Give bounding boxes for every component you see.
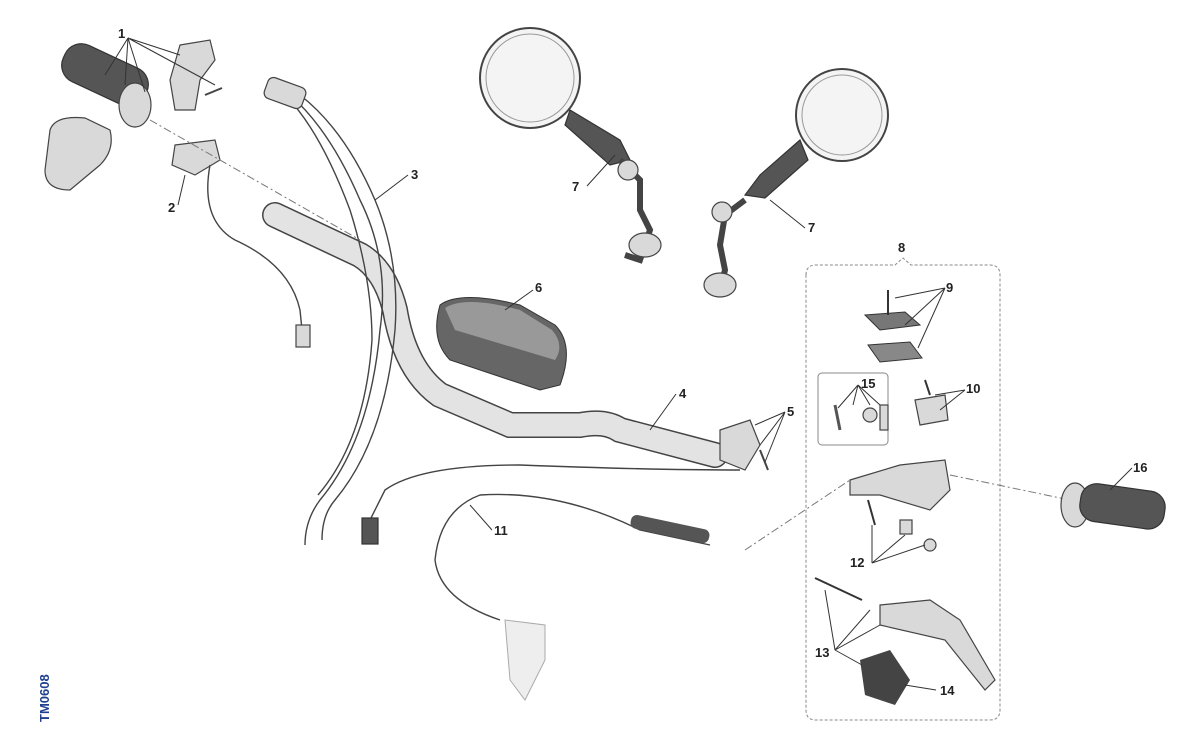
callout-2: 2 (168, 200, 175, 215)
left-grip-assembly (44, 39, 223, 191)
callout-15: 15 (861, 376, 875, 391)
clutch-cable (361, 464, 741, 701)
callout-16: 16 (1133, 460, 1147, 475)
throttle-cables (263, 76, 397, 546)
callout-1: 1 (118, 26, 125, 41)
switch-assembly (171, 139, 311, 348)
callout-5: 5 (787, 404, 794, 419)
callout-12: 12 (850, 555, 864, 570)
callout-9: 9 (946, 280, 953, 295)
master-cylinder-parts (814, 290, 996, 705)
leader-lines (104, 37, 1133, 691)
handlebar-pad (436, 297, 567, 391)
callout-14: 14 (940, 683, 955, 698)
callout-3: 3 (411, 167, 418, 182)
right-grip (1060, 482, 1166, 530)
master-cylinder-kit-box (805, 257, 1001, 721)
subkit-box (817, 372, 889, 446)
right-switch (719, 419, 769, 471)
mirror-right (703, 68, 889, 298)
callout-10: 10 (966, 381, 980, 396)
diagram-code: TM0608 (37, 674, 52, 722)
callout-6: 6 (535, 280, 542, 295)
callout-11: 11 (494, 523, 508, 538)
callout-13: 13 (815, 645, 829, 660)
callout-4: 4 (679, 386, 687, 401)
callout-7-left-mirror: 7 (572, 179, 579, 194)
callout-8: 8 (898, 240, 905, 255)
mirror-left (479, 27, 662, 264)
callout-7-right-mirror: 7 (808, 220, 815, 235)
